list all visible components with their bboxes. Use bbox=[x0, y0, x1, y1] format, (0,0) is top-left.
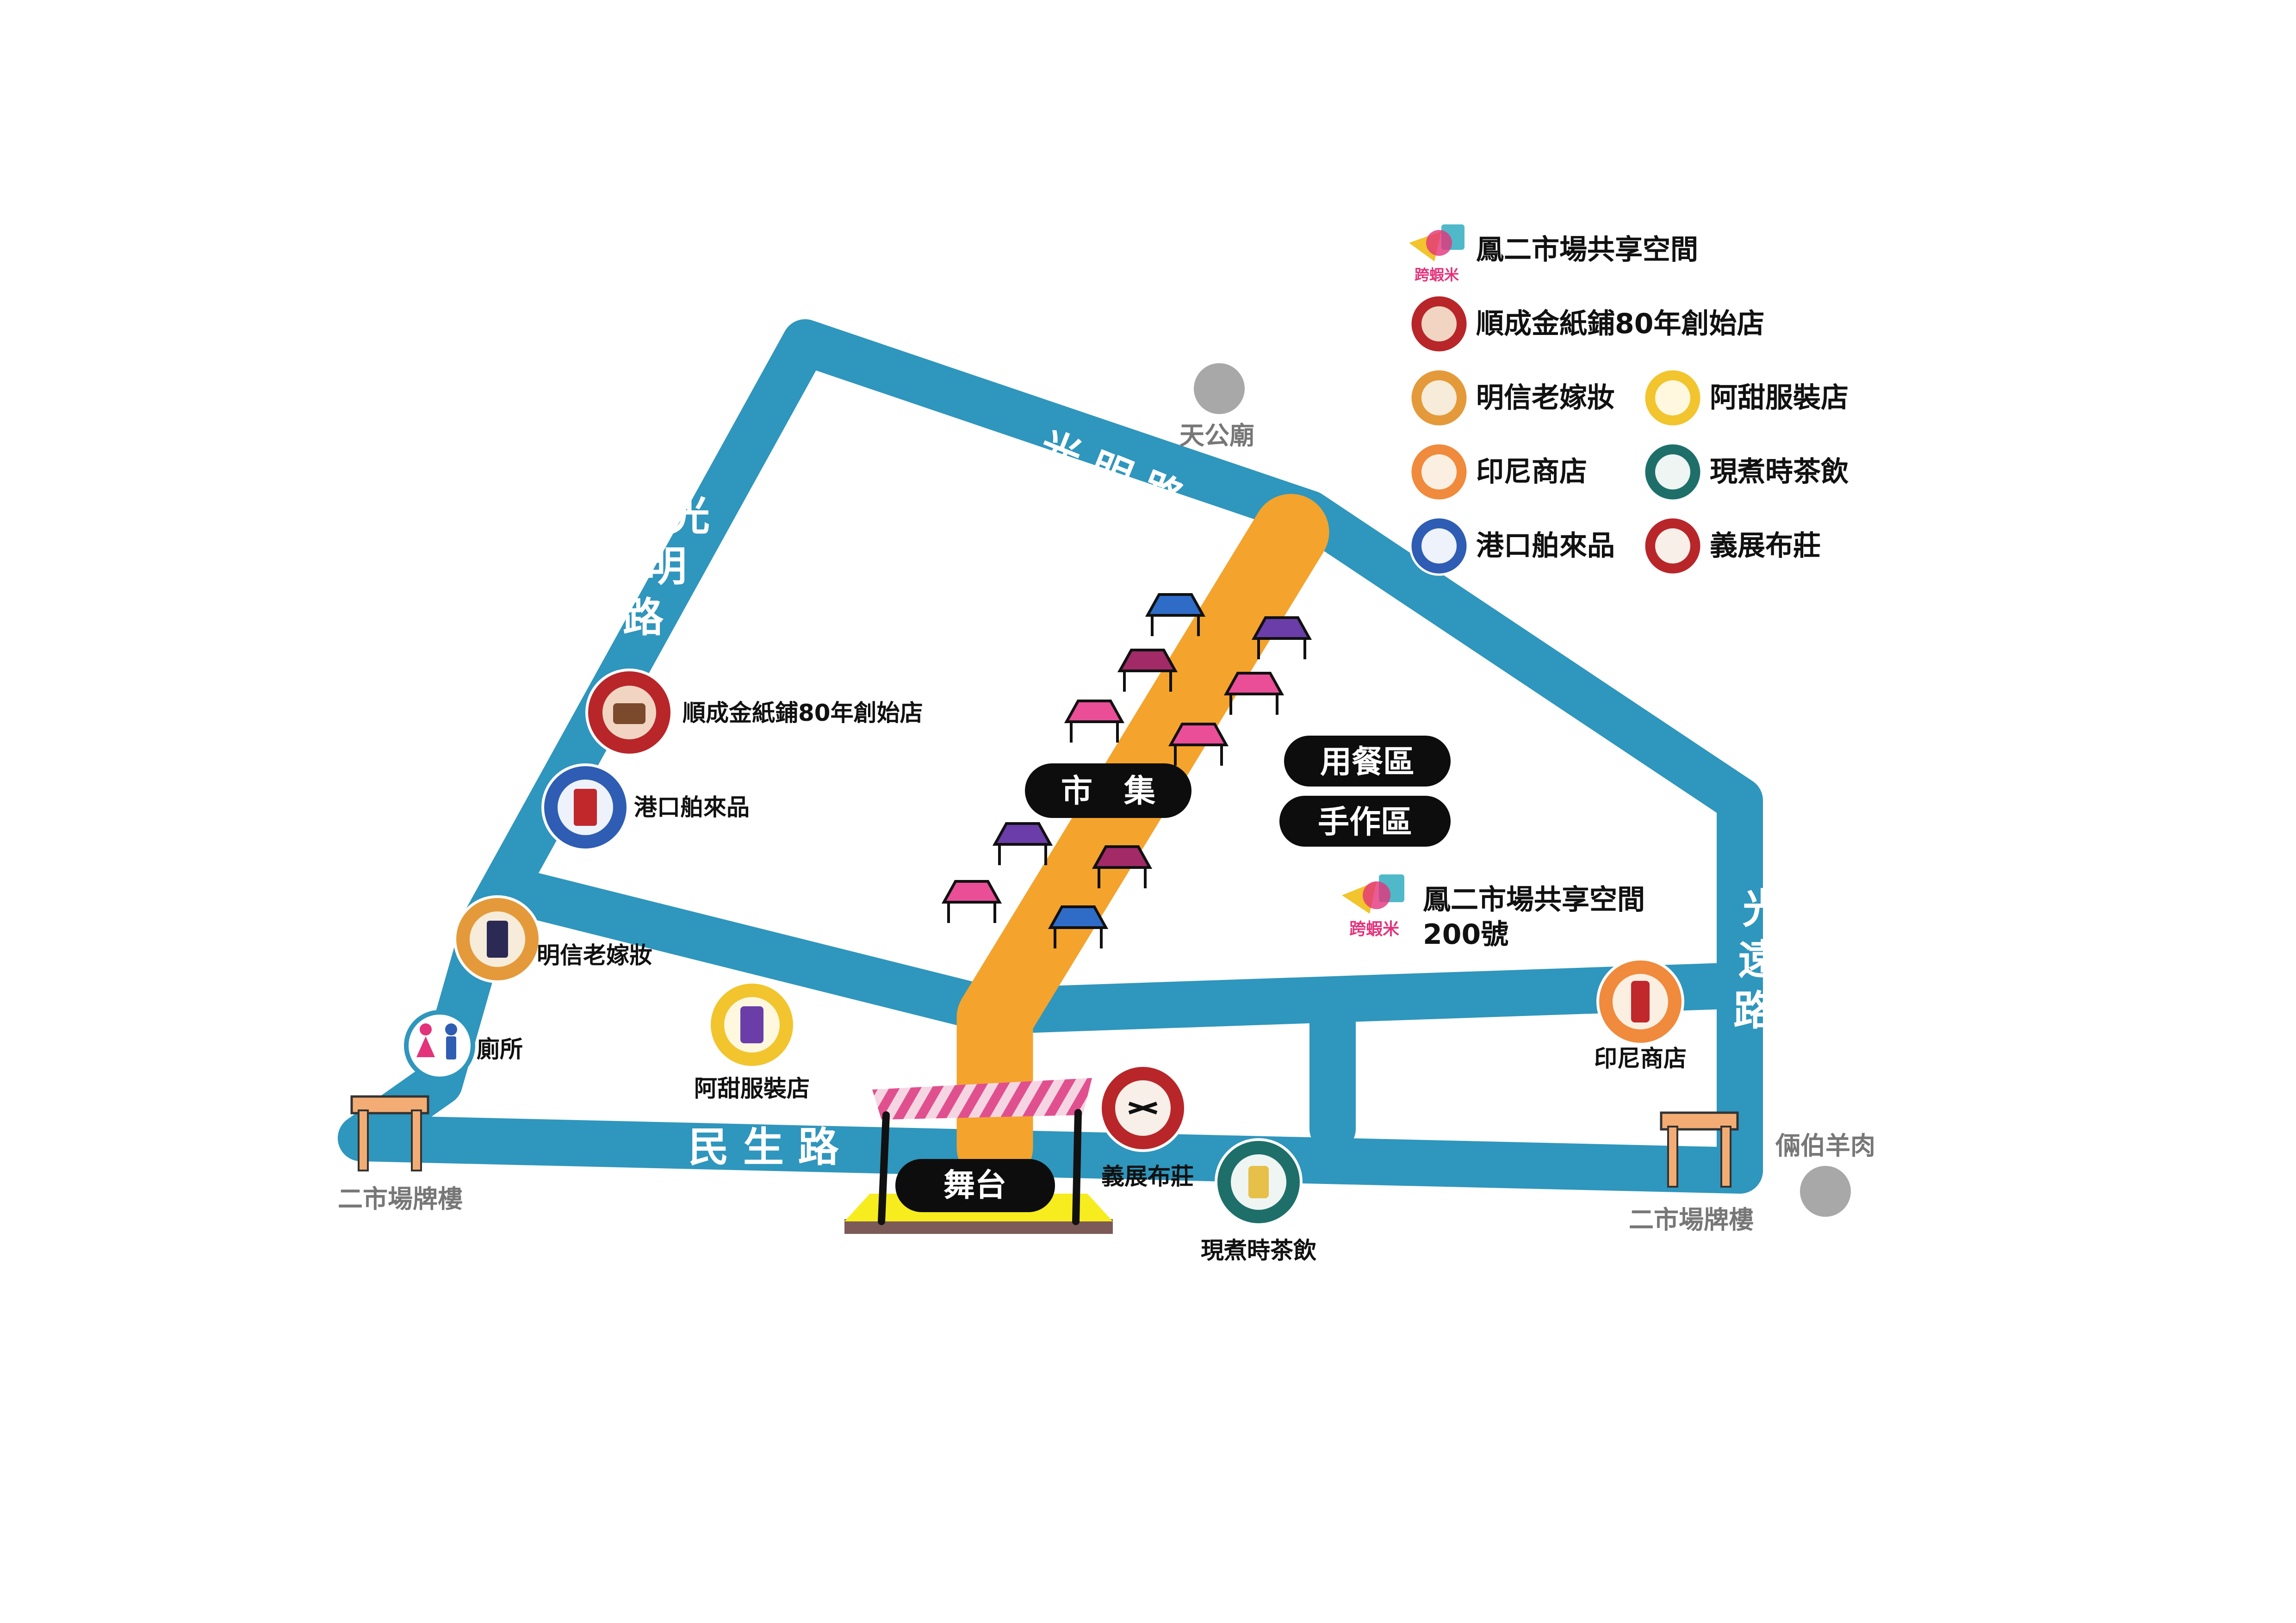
zone-market-label: 市 集 bbox=[1061, 773, 1155, 810]
road-label-minsheng: 民 生 路 bbox=[688, 1123, 839, 1171]
label-shuncheng: 順成金紙鋪80年創始店 bbox=[683, 700, 923, 726]
badge-yizhan bbox=[1099, 1064, 1187, 1152]
legend-label-tea: 現煮時茶飲 bbox=[1710, 456, 1849, 488]
temple-label: 天公廟 bbox=[1179, 421, 1254, 450]
lamb-label: 倆伯羊肉 bbox=[1775, 1131, 1875, 1160]
legend-label-mingxin: 明信老嫁妝 bbox=[1476, 382, 1615, 414]
legend-item-yizhan: 義展布莊 bbox=[1643, 516, 1821, 576]
tent bbox=[1064, 700, 1125, 743]
label-toilet: 廁所 bbox=[477, 1036, 523, 1063]
zone-market: 市 集 bbox=[1025, 763, 1191, 818]
legend-item-mingxin: 明信老嫁妝 bbox=[1409, 368, 1615, 428]
temple-marker bbox=[1194, 363, 1245, 414]
label-harbor: 港口舶來品 bbox=[634, 794, 750, 821]
badge-atian bbox=[708, 981, 796, 1069]
legend-label-space: 鳳二市場共享空間 bbox=[1476, 234, 1698, 266]
label-mingxin: 明信老嫁妝 bbox=[537, 942, 652, 969]
toilet-male-icon bbox=[445, 1023, 457, 1035]
stage-canopy bbox=[872, 1078, 1092, 1120]
label-space-line1: 鳳二市場共享空間 bbox=[1423, 884, 1645, 916]
label-indonesia: 印尼商店 bbox=[1594, 1045, 1687, 1072]
badge-harbor bbox=[541, 763, 629, 851]
logo-text-map: 跨蝦米 bbox=[1349, 920, 1399, 939]
tent bbox=[1048, 905, 1109, 948]
road-label-guangming-left-2: 明 bbox=[646, 543, 687, 590]
tent bbox=[1145, 593, 1206, 636]
tent bbox=[941, 880, 1002, 923]
label-tea: 現煮時茶飲 bbox=[1201, 1237, 1317, 1264]
legend-label-shuncheng: 順成金紙鋪80年創始店 bbox=[1476, 308, 1765, 340]
legend-label-harbor: 港口舶來品 bbox=[1476, 530, 1615, 562]
tent bbox=[1223, 672, 1285, 715]
gate-right bbox=[1660, 1111, 1739, 1188]
tent bbox=[1168, 723, 1229, 766]
market-tents bbox=[941, 593, 1312, 948]
label-yizhan: 義展布莊 bbox=[1101, 1163, 1194, 1190]
road-minsheng bbox=[338, 1115, 1763, 1194]
stage: 舞台 bbox=[844, 1078, 1113, 1234]
badge-indonesia bbox=[1596, 958, 1684, 1046]
legend-label-indonesia: 印尼商店 bbox=[1476, 456, 1587, 488]
stage-base-edge bbox=[844, 1219, 1113, 1234]
road-label-guangming-left-1: 光 bbox=[669, 492, 710, 539]
badge-tea bbox=[1215, 1138, 1303, 1226]
zone-dining: 用餐區 bbox=[1284, 736, 1451, 787]
zone-craft-label: 手作區 bbox=[1318, 804, 1412, 841]
gate-right-label: 二市場牌樓 bbox=[1629, 1205, 1754, 1234]
logo-shared-space: 跨蝦米 bbox=[1342, 874, 1404, 939]
tent bbox=[1117, 649, 1178, 692]
road-label-guangming-left-3: 路 bbox=[623, 594, 664, 641]
lamb-marker bbox=[1800, 1166, 1851, 1217]
zone-dining-label: 用餐區 bbox=[1320, 744, 1415, 781]
gate-left-label: 二市場牌樓 bbox=[338, 1184, 463, 1214]
road-label-guangyuan-3: 路 bbox=[1733, 987, 1775, 1035]
tent bbox=[992, 822, 1053, 865]
badge-shuncheng bbox=[585, 669, 673, 756]
legend-item-atian: 阿甜服裝店 bbox=[1643, 368, 1849, 428]
toilet-marker bbox=[404, 1010, 475, 1081]
toilet-female-icon bbox=[420, 1023, 432, 1035]
legend: 跨蝦米 鳳二市場共享空間 順成金紙鋪80年創始店 明信老嫁妝 阿甜服裝店 印尼商… bbox=[1409, 224, 1849, 576]
badge-mingxin bbox=[453, 895, 541, 983]
road-label-guangyuan-2: 遠 bbox=[1738, 936, 1779, 984]
stage-label: 舞台 bbox=[943, 1167, 1006, 1204]
tent bbox=[1092, 845, 1153, 888]
legend-item-indonesia: 印尼商店 bbox=[1409, 442, 1587, 502]
legend-label-atian: 阿甜服裝店 bbox=[1710, 382, 1849, 414]
label-atian: 阿甜服裝店 bbox=[694, 1075, 810, 1102]
legend-item-shuncheng: 順成金紙鋪80年創始店 bbox=[1409, 294, 1765, 354]
zone-craft: 手作區 bbox=[1279, 796, 1451, 847]
tent bbox=[1251, 616, 1312, 659]
legend-label-yizhan: 義展布莊 bbox=[1710, 530, 1821, 562]
label-space-line2: 200號 bbox=[1423, 918, 1508, 951]
road-label-guangyuan-1: 光 bbox=[1743, 885, 1783, 933]
legend-item-space: 跨蝦米 鳳二市場共享空間 bbox=[1409, 224, 1698, 284]
legend-item-harbor: 港口舶來品 bbox=[1409, 516, 1615, 576]
legend-item-tea: 現煮時茶飲 bbox=[1643, 442, 1849, 502]
gate-left bbox=[350, 1095, 429, 1171]
legend-logo-text: 跨蝦米 bbox=[1415, 266, 1459, 284]
